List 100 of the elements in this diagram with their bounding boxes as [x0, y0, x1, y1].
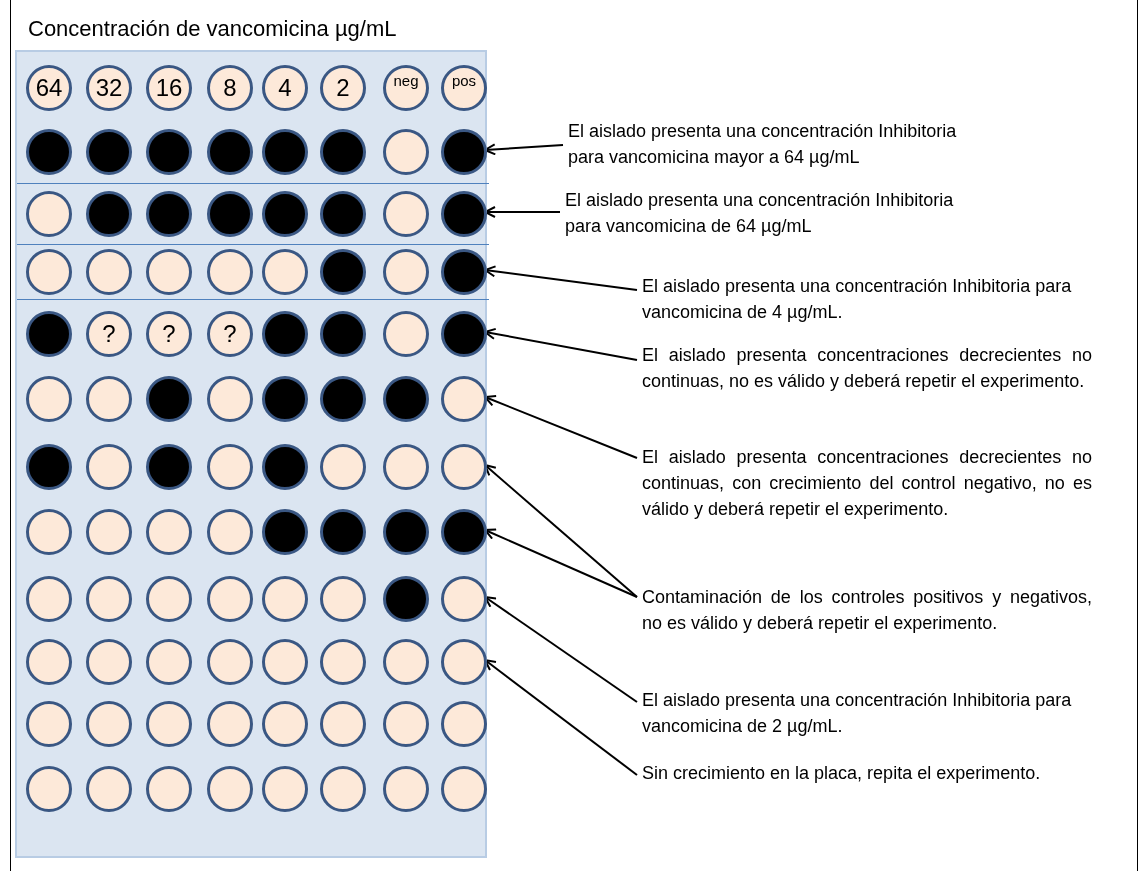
well	[262, 311, 308, 357]
annotation-text: El aislado presenta concentraciones decrecientes no continuas, con crecimiento del control negativo, no es válido y deberá repetir el experimento.	[642, 444, 1092, 522]
well	[441, 509, 487, 555]
well	[26, 249, 72, 295]
well	[86, 191, 132, 237]
well	[262, 129, 308, 175]
well	[86, 576, 132, 622]
annotation-text: El aislado presenta una concentración Inhibitoria para vancomicina de 64 µg/mL	[565, 187, 975, 239]
well	[320, 191, 366, 237]
well	[146, 129, 192, 175]
well	[207, 766, 253, 812]
well: ?	[207, 311, 253, 357]
well: 16	[146, 65, 192, 111]
annotation-text: Contaminación de los controles positivos y negativos, no es válido y deberá repetir el experimento.	[642, 584, 1092, 636]
well	[320, 509, 366, 555]
well: ?	[146, 311, 192, 357]
annotation-text: Sin crecimiento en la placa, repita el experimento.	[642, 760, 1092, 786]
well: 32	[86, 65, 132, 111]
well	[26, 576, 72, 622]
well	[262, 249, 308, 295]
well	[383, 639, 429, 685]
well	[26, 444, 72, 490]
well	[262, 701, 308, 747]
well	[383, 191, 429, 237]
well	[383, 129, 429, 175]
well	[320, 639, 366, 685]
well	[207, 509, 253, 555]
well	[441, 444, 487, 490]
well	[26, 311, 72, 357]
well	[207, 444, 253, 490]
well	[207, 249, 253, 295]
well	[320, 376, 366, 422]
well: 64	[26, 65, 72, 111]
well	[383, 766, 429, 812]
well	[320, 311, 366, 357]
well	[320, 701, 366, 747]
well	[26, 509, 72, 555]
well: 2	[320, 65, 366, 111]
annotation-text: El aislado presenta concentraciones decrecientes no continuas, no es válido y deberá repetir el experimento.	[642, 342, 1092, 394]
well	[262, 509, 308, 555]
well	[383, 376, 429, 422]
well	[86, 639, 132, 685]
well	[146, 766, 192, 812]
well	[26, 376, 72, 422]
well	[383, 576, 429, 622]
well	[26, 766, 72, 812]
well	[320, 444, 366, 490]
well	[441, 576, 487, 622]
annotation-text: El aislado presenta una concentración Inhibitoria para vancomicina de 2 µg/mL.	[642, 687, 1102, 739]
well	[86, 129, 132, 175]
well	[86, 376, 132, 422]
well: pos	[441, 65, 487, 111]
well	[207, 639, 253, 685]
well	[26, 639, 72, 685]
well	[86, 509, 132, 555]
well	[262, 766, 308, 812]
well	[262, 376, 308, 422]
well	[146, 249, 192, 295]
well	[383, 444, 429, 490]
well	[441, 191, 487, 237]
well	[26, 129, 72, 175]
well	[207, 129, 253, 175]
well	[383, 509, 429, 555]
well	[146, 576, 192, 622]
well	[262, 191, 308, 237]
well	[207, 191, 253, 237]
well	[262, 576, 308, 622]
well	[86, 249, 132, 295]
well	[146, 376, 192, 422]
well	[146, 509, 192, 555]
well	[320, 129, 366, 175]
well	[262, 639, 308, 685]
annotation-text: El aislado presenta una concentración Inhibitoria para vancomicina de 4 µg/mL.	[642, 273, 1102, 325]
well	[441, 701, 487, 747]
well	[86, 766, 132, 812]
well	[207, 376, 253, 422]
well: 8	[207, 65, 253, 111]
well	[383, 311, 429, 357]
well	[262, 444, 308, 490]
well	[146, 444, 192, 490]
well: ?	[86, 311, 132, 357]
well	[441, 766, 487, 812]
well	[441, 376, 487, 422]
well: 4	[262, 65, 308, 111]
well	[26, 701, 72, 747]
well	[207, 701, 253, 747]
well	[86, 701, 132, 747]
well	[441, 311, 487, 357]
well	[320, 576, 366, 622]
well	[320, 766, 366, 812]
well	[383, 249, 429, 295]
well	[146, 701, 192, 747]
well	[383, 701, 429, 747]
well	[146, 639, 192, 685]
well	[86, 444, 132, 490]
plate-title: Concentración de vancomicina µg/mL	[28, 16, 397, 42]
well	[441, 639, 487, 685]
well	[146, 191, 192, 237]
well	[26, 191, 72, 237]
well	[441, 249, 487, 295]
